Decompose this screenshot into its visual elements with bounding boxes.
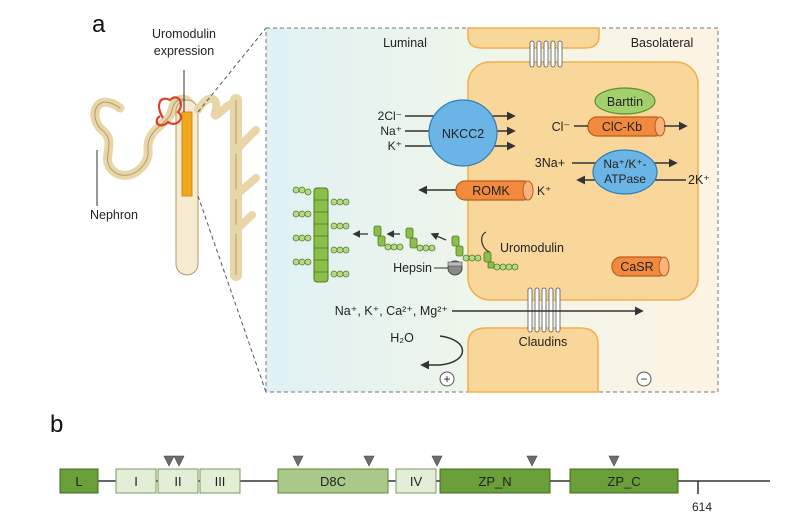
clc-kb-channel	[574, 116, 688, 137]
casr-label: CaSR	[620, 260, 653, 274]
nkcc2-transporter	[405, 99, 516, 167]
uromodulin-monomer	[481, 231, 519, 271]
domain-i	[115, 468, 157, 494]
paracellular-ions-label: Na⁺, K⁺, Ca²⁺, Mg²⁺	[335, 304, 448, 318]
water-label: H₂O	[390, 331, 414, 345]
domain-i-label: I	[134, 474, 138, 489]
domain-iv-label: IV	[410, 474, 423, 489]
nkcc2-ion-k: K⁺	[388, 139, 402, 153]
glycosylation-site	[363, 455, 375, 467]
lumen-positive-potential	[439, 371, 455, 387]
glomerulus	[155, 96, 183, 127]
basolateral-negative-potential	[636, 371, 652, 387]
uromodulin-expression-segment	[181, 111, 193, 197]
domain-zp-n	[439, 468, 551, 494]
hepsin-protease	[434, 260, 463, 276]
panel-a-letter: a	[92, 11, 106, 38]
barttin-protein	[594, 87, 656, 115]
nephron-label: Nephron	[90, 208, 138, 222]
clc-kb-label: ClC-Kb	[602, 120, 642, 134]
uromodulin-expression-label-1: Uromodulin	[152, 27, 216, 41]
glycosylation-site	[526, 455, 538, 467]
domain-d8c	[277, 468, 389, 494]
glycosylation-site	[608, 455, 620, 467]
na-k-atpase	[572, 149, 686, 195]
minus-sign: −	[640, 372, 647, 386]
domain-l	[59, 468, 99, 494]
glycosylation-site	[163, 455, 175, 467]
barttin-label: Barttin	[607, 95, 643, 109]
uromodulin-label: Uromodulin	[500, 241, 564, 255]
domain-zp-c	[569, 468, 679, 494]
domain-iii-label: III	[215, 474, 226, 489]
clc-cl-ion: Cl⁻	[552, 120, 570, 134]
domain-map	[59, 455, 770, 494]
nkcc2-ion-na: Na⁺	[380, 124, 402, 138]
nkcc2-ion-cl: 2Cl⁻	[378, 109, 402, 123]
na-k-atpase-label-1: Na⁺/K⁺-	[603, 157, 646, 171]
nkcc2-label: NKCC2	[442, 127, 484, 141]
claudins-label: Claudins	[519, 335, 568, 349]
glycosylation-sites	[163, 455, 620, 467]
glycosylation-site	[292, 455, 304, 467]
basolateral-label: Basolateral	[631, 36, 694, 50]
romk-label: ROMK	[472, 184, 510, 198]
claudins-junction	[527, 287, 561, 333]
hepsin-label: Hepsin	[393, 261, 432, 275]
romk-channel	[418, 180, 534, 201]
residue-614-label: 614	[692, 500, 712, 514]
domain-d8c-label: D8C	[320, 474, 346, 489]
water-arrow	[420, 335, 464, 370]
romk-k-ion: K⁺	[537, 184, 551, 198]
domain-ii-label: II	[174, 474, 181, 489]
panel-b-letter: b	[50, 411, 63, 438]
uromodulin-intermediate-3	[352, 225, 404, 251]
glycosylation-site	[173, 455, 185, 467]
tight-junction-top	[529, 40, 563, 68]
glycosylation-site	[431, 455, 443, 467]
domain-iv	[395, 468, 437, 494]
na-k-atpase-label-2: ATPase	[604, 172, 646, 186]
uromodulin-intermediate-2	[386, 227, 436, 252]
nephron-drawing	[90, 70, 260, 281]
luminal-label: Luminal	[383, 36, 427, 50]
domain-l-label: L	[75, 474, 82, 489]
uromodulin-intermediate-1	[430, 232, 482, 262]
uromodulin-polymer	[292, 186, 350, 283]
domain-zp-n-label: ZP_N	[478, 474, 511, 489]
plus-sign: +	[443, 372, 450, 386]
uromodulin-expression-label-2: expression	[154, 44, 214, 58]
domain-ii	[157, 468, 199, 494]
na-3-ion: 3Na+	[535, 156, 565, 170]
casr-receptor	[611, 256, 670, 277]
domain-iii	[199, 468, 241, 494]
domain-zp-c-label: ZP_C	[607, 474, 640, 489]
k-2-ion: 2K⁺	[688, 173, 710, 187]
